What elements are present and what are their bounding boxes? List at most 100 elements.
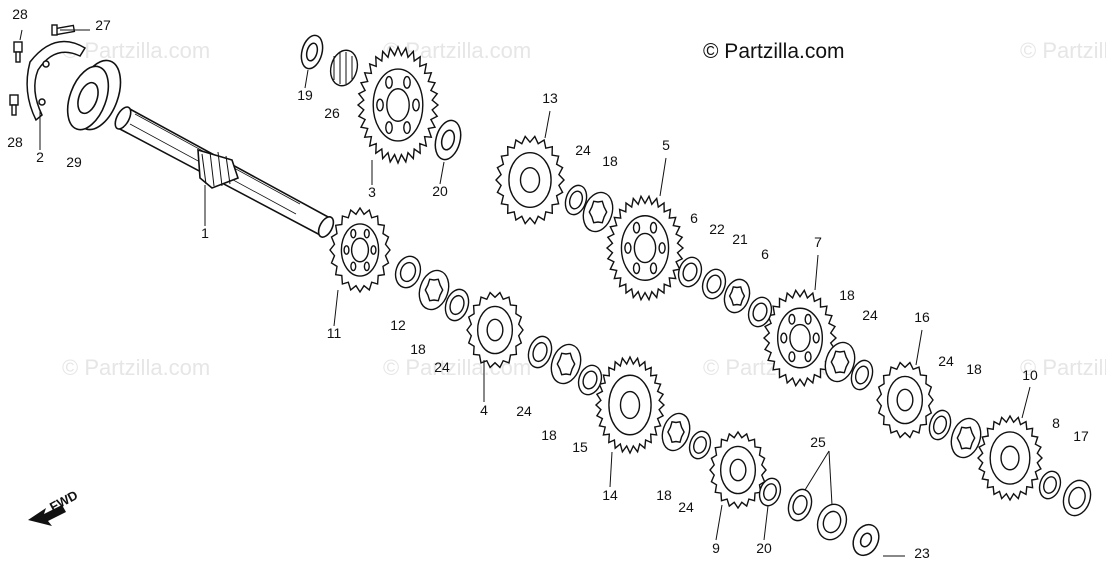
gear-5-icon[interactable] [605,194,685,302]
callout-label[interactable]: 20 [432,183,448,199]
bolt-icon[interactable] [13,41,23,63]
circlip-24-icon[interactable] [686,429,714,462]
callout-label[interactable]: 4 [480,402,488,418]
fwd-arrow: FWD [28,487,80,526]
leader-line [763,505,769,541]
callout-label[interactable]: 27 [95,17,111,33]
main-shaft[interactable] [112,105,336,240]
leader-line [439,161,445,185]
washer-20-icon[interactable] [756,476,784,509]
washer-22-icon[interactable] [699,266,729,301]
callout-label[interactable]: 18 [602,153,618,169]
washer-18-icon[interactable] [821,339,860,386]
washer-19[interactable] [298,33,326,71]
washer-18-icon[interactable] [547,341,586,388]
copyright-notice: © Partzilla.com [703,40,845,63]
circlip-24-icon[interactable] [562,183,590,218]
gear-4-icon[interactable] [466,291,524,369]
callout-label[interactable]: 8 [1052,415,1060,431]
watermark-text: © Partzilla.com [62,38,210,63]
callout-label[interactable]: 24 [862,307,878,323]
needle-bearing-25-icon[interactable] [785,486,816,523]
circlip-24-icon[interactable] [848,358,876,393]
gear-13-icon[interactable] [495,135,565,225]
callout-label[interactable]: 23 [914,545,930,561]
collar-8-icon[interactable] [1036,469,1064,502]
washer-20[interactable] [431,118,465,163]
callout-label[interactable]: 24 [516,403,532,419]
callout-label[interactable]: 26 [324,105,340,121]
leader-line [828,450,833,506]
circlip-24-icon[interactable] [926,408,954,443]
callout-label[interactable]: 7 [814,234,822,250]
callout-label[interactable]: 1 [201,225,209,241]
watermark-text: © Partzilla.com [1020,355,1106,380]
needle-bearing-26[interactable] [327,47,361,89]
circlip-24-icon[interactable] [525,333,556,370]
collar-6-icon[interactable] [675,254,705,289]
callout-label[interactable]: 5 [662,137,670,153]
bolt-icon[interactable] [9,94,19,116]
callout-label[interactable]: 22 [709,221,725,237]
callout-label[interactable]: 18 [966,361,982,377]
callout-label[interactable]: 29 [66,154,82,170]
callout-label[interactable]: 24 [434,359,450,375]
callout-label[interactable]: 13 [542,90,558,106]
gear-7-icon[interactable] [762,288,838,388]
gear-3-icon[interactable] [356,45,440,165]
callout-label[interactable]: 20 [756,540,772,556]
callout-label[interactable]: 25 [810,434,826,450]
gear-10-icon[interactable] [977,414,1043,502]
collar-12-icon[interactable] [392,253,425,291]
callout-label[interactable]: 10 [1022,367,1038,383]
collar-25-icon[interactable] [813,501,851,544]
gear-14-icon[interactable] [594,355,666,455]
callout-label[interactable]: 11 [327,325,342,341]
callout-label[interactable]: 17 [1073,428,1089,444]
circlip-24-icon[interactable] [442,286,473,323]
callout-label[interactable]: 6 [690,210,698,226]
callout-label[interactable]: 3 [368,184,376,200]
leader-line [19,29,23,41]
callout-label[interactable]: 16 [914,309,930,325]
callout-label[interactable]: 24 [575,142,591,158]
washer-21-icon[interactable] [720,276,753,316]
gear-9-icon[interactable] [709,430,767,510]
callout-label[interactable]: 18 [656,487,672,503]
callout-label[interactable]: 14 [602,487,618,503]
washer-17-icon[interactable] [1059,477,1095,519]
bearing-29[interactable] [60,54,129,135]
callout-label[interactable]: 19 [297,87,313,103]
callout-label[interactable]: 6 [761,246,769,262]
leader-line [915,329,923,366]
collar-15-icon[interactable] [575,362,605,397]
retainer-plate[interactable] [26,40,87,122]
leader-line [804,450,830,491]
callout-label[interactable]: 2 [36,149,44,165]
washer-18-icon[interactable] [579,189,618,236]
gear-11-icon[interactable] [329,206,391,294]
callout-label[interactable]: 18 [541,427,557,443]
callout-label[interactable]: 21 [732,231,748,247]
washer-18-icon[interactable] [947,415,986,462]
leader-line [1021,386,1031,419]
washer-23[interactable] [848,520,883,559]
collar-6-icon[interactable] [745,294,775,329]
watermark-text: © Partzilla.com [62,355,210,380]
leader-line [659,157,667,197]
callout-label[interactable]: 9 [712,540,720,556]
gear-16-icon[interactable] [876,361,934,439]
callout-label[interactable]: 28 [7,134,23,150]
callout-label[interactable]: 15 [572,439,588,455]
callout-label[interactable]: 24 [938,353,954,369]
callout-label[interactable]: 18 [839,287,855,303]
callout-label[interactable]: 24 [678,499,694,515]
callout-label[interactable]: 28 [12,6,28,22]
callout-label[interactable]: 12 [390,317,406,333]
washer-18-icon[interactable] [658,410,694,454]
gears-layer [329,45,1043,510]
washer-18-icon[interactable] [415,267,454,314]
callout-label[interactable]: 18 [410,341,426,357]
